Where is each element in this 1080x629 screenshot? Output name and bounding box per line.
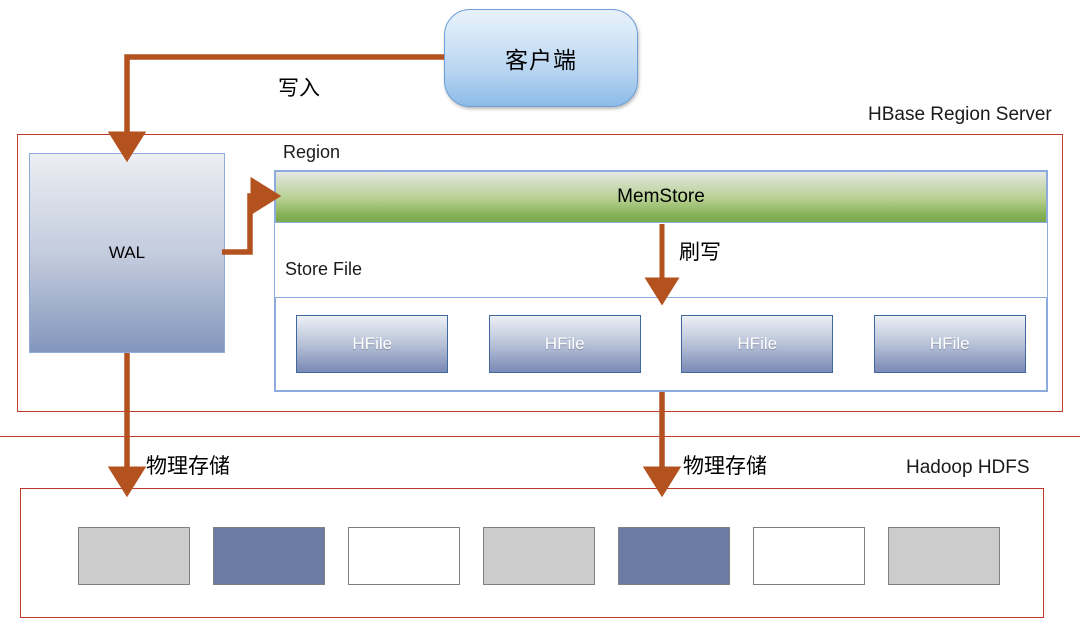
- physical-storage-right-label: 物理存储: [683, 455, 767, 478]
- hfile-node[interactable]: HFile: [488, 315, 641, 373]
- hdfs-block[interactable]: [888, 527, 1000, 585]
- client-node[interactable]: 客户端: [444, 9, 638, 107]
- wal-node[interactable]: WAL: [29, 153, 225, 353]
- hdfs-block[interactable]: [483, 527, 595, 585]
- hdfs-block-row: [78, 527, 1000, 585]
- hfile-node[interactable]: HFile: [681, 315, 834, 373]
- hdfs-block[interactable]: [348, 527, 460, 585]
- hfile-node[interactable]: HFile: [296, 315, 449, 373]
- hdfs-block[interactable]: [213, 527, 325, 585]
- store-file-caption: Store File: [285, 259, 363, 279]
- layer-divider-line: [0, 436, 1080, 437]
- region-container: MemStore Store File HFile HFile HFile HF…: [274, 170, 1048, 392]
- flush-arrow-label: 刷写: [679, 241, 721, 264]
- region-caption: Region: [283, 142, 341, 162]
- physical-storage-left-label: 物理存储: [146, 455, 230, 478]
- wal-label: WAL: [108, 243, 146, 262]
- hfile-label: HFile: [737, 334, 778, 353]
- hdfs-caption: Hadoop HDFS: [906, 457, 1030, 478]
- hfile-label: HFile: [929, 334, 970, 353]
- memstore-node[interactable]: MemStore: [275, 171, 1047, 223]
- client-label: 客户端: [505, 47, 577, 73]
- write-arrow-label: 写入: [278, 77, 320, 100]
- hfile-node[interactable]: HFile: [873, 315, 1026, 373]
- hdfs-container: [20, 488, 1044, 618]
- hdfs-block[interactable]: [618, 527, 730, 585]
- memstore-label: MemStore: [617, 186, 705, 207]
- hfile-label: HFile: [544, 334, 585, 353]
- hfile-label: HFile: [352, 334, 393, 353]
- hfile-container: HFile HFile HFile HFile: [275, 297, 1047, 391]
- region-server-container: [17, 134, 1063, 412]
- hdfs-block[interactable]: [78, 527, 190, 585]
- region-server-caption: HBase Region Server: [868, 104, 1052, 125]
- hdfs-block[interactable]: [753, 527, 865, 585]
